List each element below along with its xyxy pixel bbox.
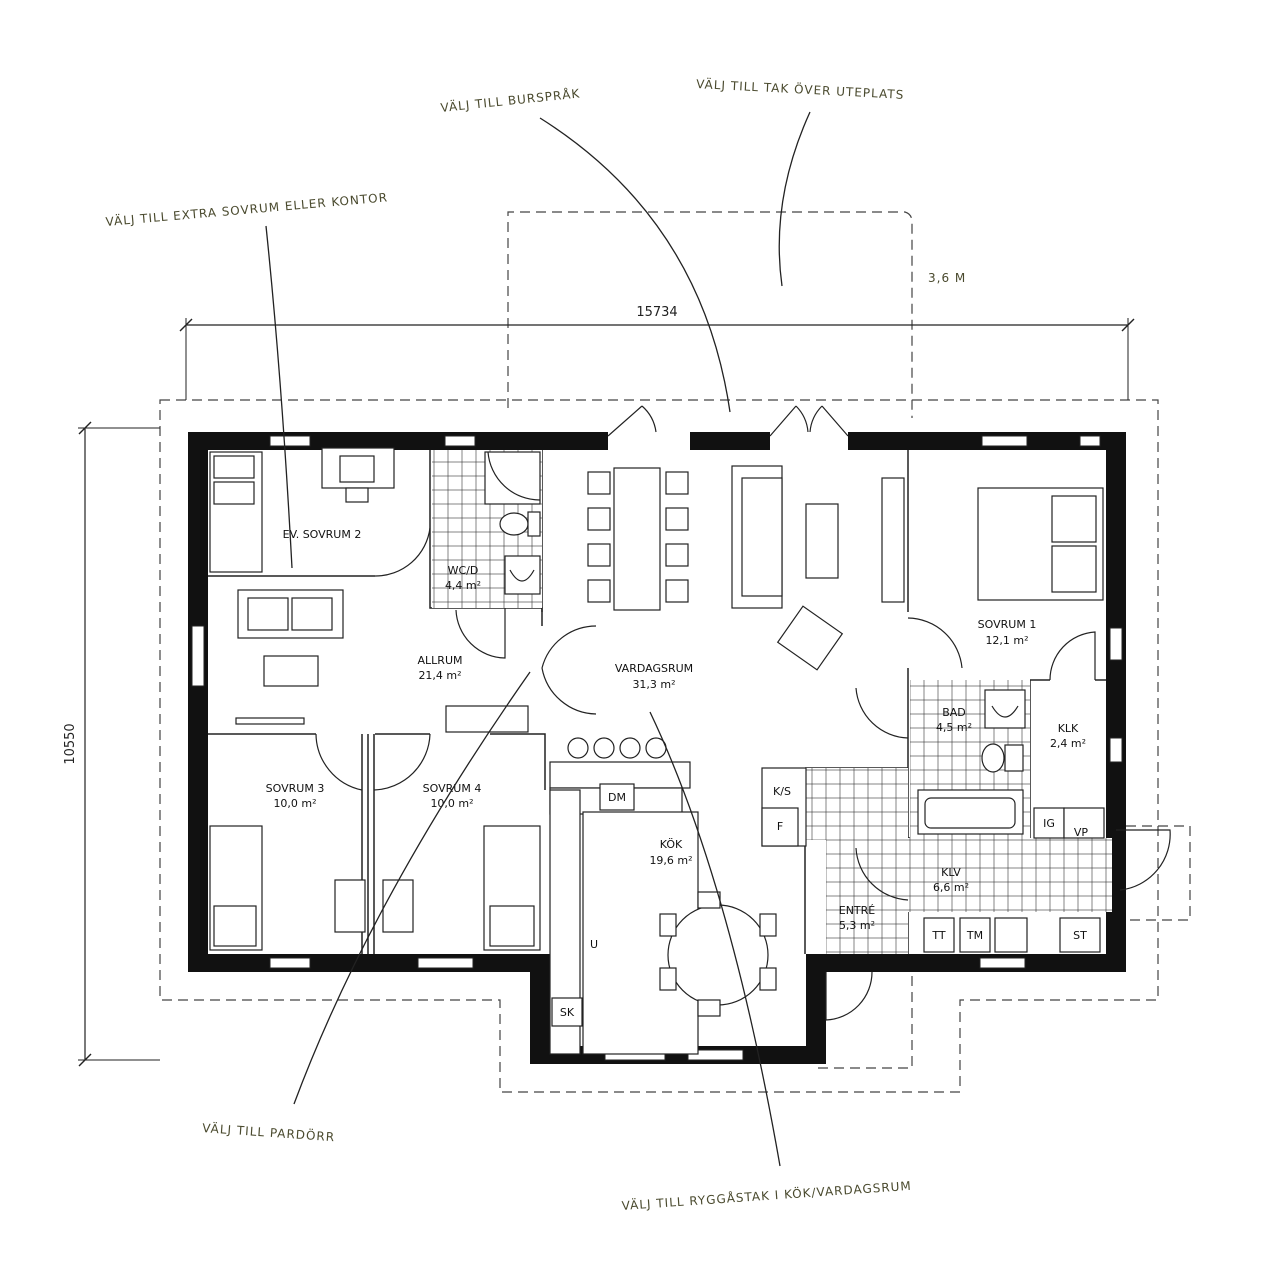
width-dimension: 15734 bbox=[179, 305, 1135, 400]
room-bad-area: 4,5 m² bbox=[936, 721, 972, 734]
note-burspråk: VÄLJ TILL BURSPRÅK bbox=[440, 85, 581, 115]
patio-roof-outline bbox=[507, 211, 913, 418]
note-ryggastak: VÄLJ TILL RYGGÅSTAK I KÖK/VARDAGSRUM bbox=[621, 1177, 912, 1213]
fixture-u: U bbox=[590, 938, 598, 951]
furniture bbox=[209, 447, 1105, 1055]
room-wc-name: WC/D bbox=[448, 564, 479, 577]
fixture-dm: DM bbox=[608, 791, 626, 804]
note-tak: VÄLJ TILL TAK ÖVER UTEPLATS bbox=[696, 75, 905, 102]
room-sovrum1-name: SOVRUM 1 bbox=[978, 618, 1037, 631]
room-sovrum1-area: 12,1 m² bbox=[985, 634, 1028, 647]
room-kok-area: 19,6 m² bbox=[649, 854, 692, 867]
roof-outline bbox=[159, 399, 1159, 1093]
height-dimension: 10550 bbox=[63, 421, 160, 1067]
room-sovrum4-area: 10,0 m² bbox=[430, 797, 473, 810]
note-pardorr: VÄLJ TILL PARDÖRR bbox=[202, 1119, 336, 1144]
fixture-ks: K/S bbox=[773, 785, 791, 798]
width-label: 15734 bbox=[636, 305, 677, 320]
utility-step bbox=[1126, 825, 1191, 921]
fixture-ig: IG bbox=[1043, 817, 1055, 830]
fixture-tm: TM bbox=[966, 929, 983, 942]
doors bbox=[315, 405, 1171, 1021]
room-klk-area: 2,4 m² bbox=[1050, 737, 1086, 750]
fixture-vp: VP bbox=[1074, 826, 1089, 839]
room-allrum-name: ALLRUM bbox=[418, 654, 463, 667]
height-label: 10550 bbox=[63, 723, 78, 764]
fixture-f: F bbox=[777, 820, 783, 833]
room-wc-area: 4,4 m² bbox=[445, 579, 481, 592]
fixture-tt: TT bbox=[931, 929, 946, 942]
room-entre-name: ENTRÉ bbox=[839, 904, 876, 917]
room-vardagsrum-area: 31,3 m² bbox=[632, 678, 675, 691]
room-klk-name: KLK bbox=[1058, 722, 1079, 735]
room-entre-area: 5,3 m² bbox=[839, 919, 875, 932]
fixture-sk: SK bbox=[560, 1006, 575, 1019]
room-sovrum3-name: SOVRUM 3 bbox=[266, 782, 325, 795]
room-sovrum2-name: EV. SOVRUM 2 bbox=[283, 528, 362, 541]
room-kok-name: KÖK bbox=[660, 838, 683, 851]
room-allrum-area: 21,4 m² bbox=[418, 669, 461, 682]
fixture-st: ST bbox=[1073, 929, 1087, 942]
room-sovrum3-area: 10,0 m² bbox=[273, 797, 316, 810]
fixture-labels: DM K/S F U SK IG VP TT TM ST bbox=[560, 785, 1089, 1019]
note-extra-sovrum: VÄLJ TILL EXTRA SOVRUM ELLER KONTOR bbox=[105, 189, 389, 229]
room-klv-area: 6,6 m² bbox=[933, 881, 969, 894]
room-klv-name: KLV bbox=[941, 866, 961, 879]
bathroom-fixtures bbox=[484, 451, 1026, 835]
entre-tiles bbox=[805, 768, 1112, 954]
annotation-leaders bbox=[265, 111, 811, 1167]
room-vardagsrum-name: VARDAGSRUM bbox=[615, 662, 693, 675]
roof-depth-label: 3,6 M bbox=[928, 271, 966, 285]
room-bad-name: BAD bbox=[942, 706, 966, 719]
windows bbox=[191, 435, 1123, 1061]
